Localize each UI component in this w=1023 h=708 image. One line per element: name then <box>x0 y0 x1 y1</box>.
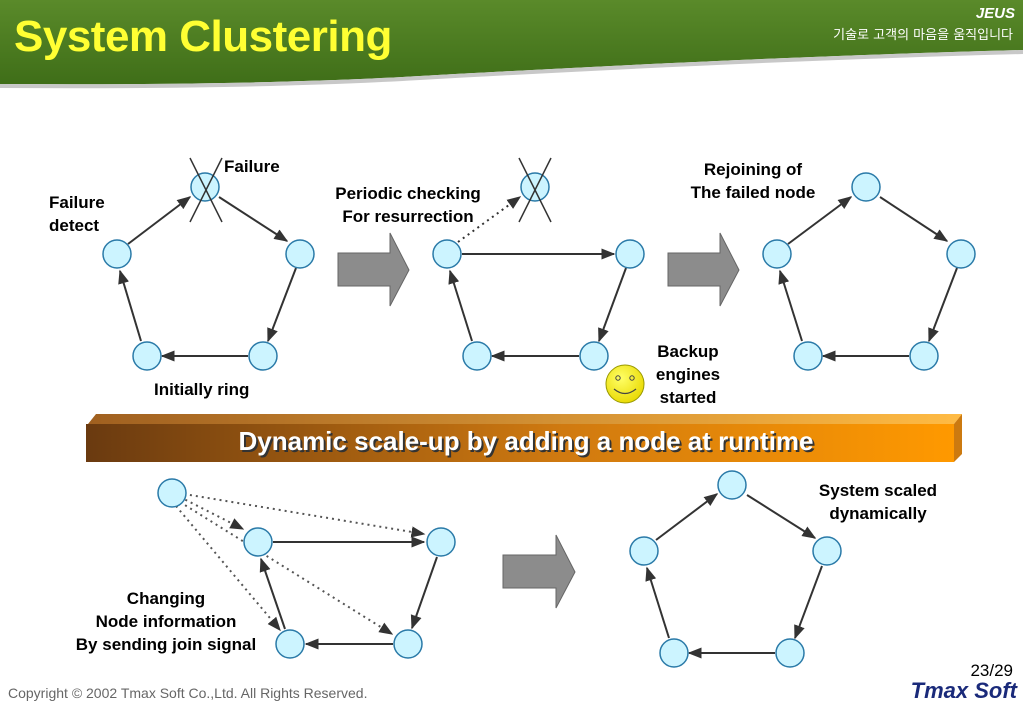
ring-checking-nodes <box>432 172 645 371</box>
page-number: 23/29 <box>970 661 1013 680</box>
next-step-arrow-icon <box>502 534 576 609</box>
label-rejoining: Rejoining of The failed node <box>690 160 816 202</box>
node <box>717 470 747 500</box>
ring-initial <box>118 196 297 362</box>
node <box>243 527 273 557</box>
label-failure-detect: Failure detect <box>49 193 105 235</box>
tmax-soft-logo: Tmax Soft <box>910 678 1017 703</box>
node <box>851 172 881 202</box>
ring-scaled <box>645 493 823 659</box>
failure-cross-icon <box>518 157 552 223</box>
node <box>812 536 842 566</box>
ring-rejoined-nodes <box>762 172 976 371</box>
node <box>615 239 645 269</box>
label-periodic-checking: Periodic checking For resurrection <box>335 184 481 226</box>
failure-cross-icon <box>189 157 223 223</box>
node <box>426 527 456 557</box>
scale-up-banner <box>86 414 962 462</box>
label-initially-ring: Initially ring <box>154 380 250 399</box>
page-title: System Clustering <box>14 12 392 61</box>
node <box>793 341 823 371</box>
node <box>248 341 278 371</box>
ring-checking <box>448 196 627 362</box>
smiley-icon <box>605 364 645 404</box>
node <box>946 239 976 269</box>
join-signal-lines <box>175 493 426 635</box>
banner-title: Dynamic scale-up by adding a node at run… <box>238 426 814 456</box>
label-failure: Failure <box>224 157 280 176</box>
copyright: Copyright © 2002 Tmax Soft Co.,Ltd. All … <box>8 685 368 701</box>
slogan: 기술로 고객의 마음을 움직입니다 <box>833 28 1013 43</box>
node <box>909 341 939 371</box>
node <box>775 638 805 668</box>
ring-initial-nodes <box>102 172 315 371</box>
label-system-scaled: System scaled dynamically <box>818 481 938 523</box>
node <box>393 629 423 659</box>
node-failed <box>520 172 550 202</box>
node <box>432 239 462 269</box>
node <box>275 629 305 659</box>
node <box>659 638 689 668</box>
node <box>579 341 609 371</box>
next-step-arrow-icon <box>337 232 410 307</box>
ring-joining <box>259 536 438 650</box>
label-backup-engines: Backup engines started <box>655 342 721 407</box>
label-changing-node-info: Changing Node information By sending joi… <box>75 589 257 654</box>
ring-scaled-nodes <box>629 470 842 668</box>
node <box>102 239 132 269</box>
node-new <box>157 478 187 508</box>
ring-rejoined <box>778 196 958 362</box>
node <box>762 239 792 269</box>
next-step-arrow-icon <box>667 232 740 307</box>
jeus-logo: JEUS <box>975 5 1015 22</box>
node <box>629 536 659 566</box>
node <box>285 239 315 269</box>
ring-joining-nodes <box>157 478 456 659</box>
header-background <box>0 0 1023 89</box>
node <box>462 341 492 371</box>
node <box>132 341 162 371</box>
